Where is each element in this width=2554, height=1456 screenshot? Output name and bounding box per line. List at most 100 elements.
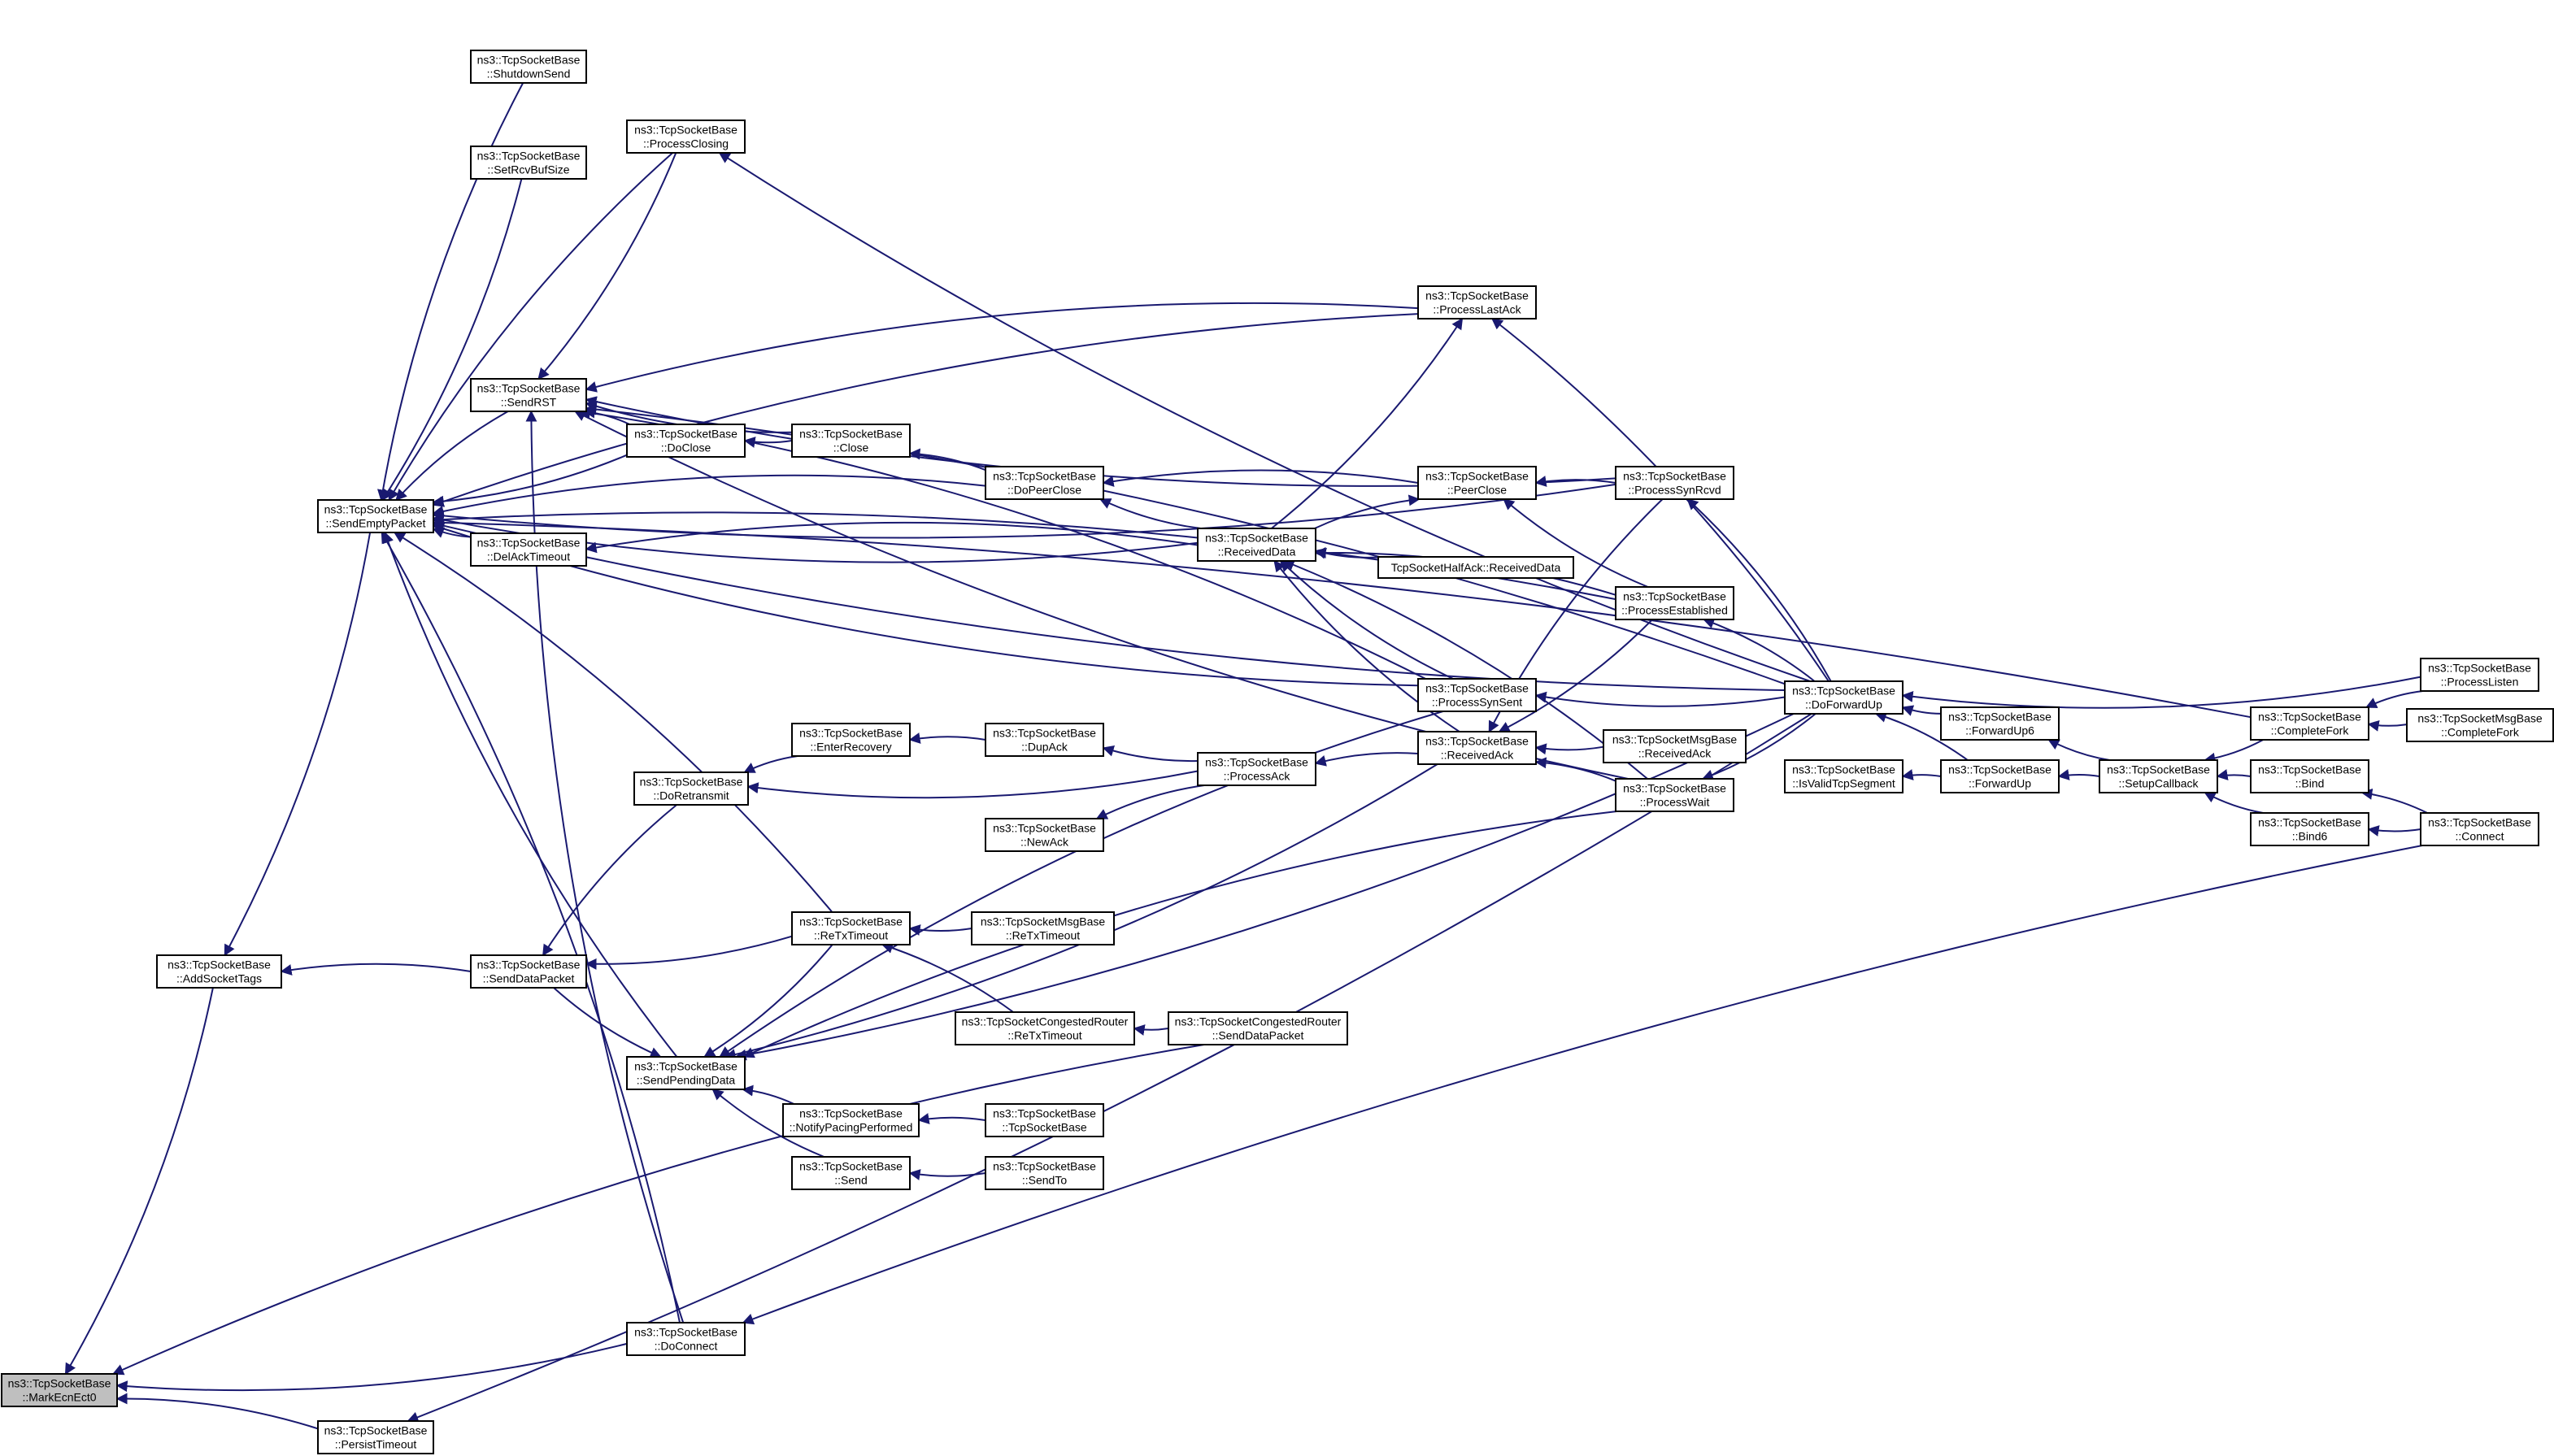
node-procsynsent[interactable]: ns3::TcpSocketBase::ProcessSynSent xyxy=(1417,678,1537,712)
edge-procsynsent-to-sendempty xyxy=(432,523,1419,687)
node-label: ns3::TcpSocketBase xyxy=(993,470,1096,483)
edge-sendto-to-send xyxy=(908,1169,986,1180)
node-label: ::SendDataPacket xyxy=(483,972,575,985)
edge-congsend-to-congretx xyxy=(1133,1024,1169,1036)
node-recvdata[interactable]: ns3::TcpSocketBase::ReceivedData xyxy=(1197,528,1316,562)
node-box xyxy=(470,50,587,84)
node-procclosing[interactable]: ns3::TcpSocketBase::ProcessClosing xyxy=(626,120,746,154)
edge-notify-to-sendpending xyxy=(742,1084,794,1105)
node-delack[interactable]: ns3::TcpSocketBase::DelAckTimeout xyxy=(470,532,587,567)
node-forwardup[interactable]: ns3::TcpSocketBase::ForwardUp xyxy=(1940,759,2060,793)
node-mark[interactable]: ns3::TcpSocketBase::MarkEcnEct0 xyxy=(1,1373,118,1407)
node-label: ::SetupCallback xyxy=(2118,777,2199,790)
node-box xyxy=(1197,752,1316,786)
node-label: ns3::TcpSocketBase xyxy=(324,503,428,516)
node-dupack[interactable]: ns3::TcpSocketBase::DupAck xyxy=(985,723,1104,757)
node-completefork[interactable]: ns3::TcpSocketBase::CompleteFork xyxy=(2250,706,2369,741)
node-label: ::MarkEcnEct0 xyxy=(22,1391,96,1404)
node-shutdown[interactable]: ns3::TcpSocketBase::ShutdownSend xyxy=(470,50,587,84)
node-send[interactable]: ns3::TcpSocketBase::Send xyxy=(791,1156,911,1190)
edge-procclosing-to-sendempty xyxy=(388,152,673,502)
node-proclisten[interactable]: ns3::TcpSocketBase::ProcessListen xyxy=(2420,658,2539,692)
node-dopeerclose[interactable]: ns3::TcpSocketBase::DoPeerClose xyxy=(985,466,1104,500)
node-box xyxy=(1615,586,1734,620)
node-enterrec[interactable]: ns3::TcpSocketBase::EnterRecovery xyxy=(791,723,911,757)
node-notify[interactable]: ns3::TcpSocketBase::NotifyPacingPerforme… xyxy=(782,1103,920,1137)
node-procsynrcvd[interactable]: ns3::TcpSocketBase::ProcessSynRcvd xyxy=(1615,466,1734,500)
node-doconnect[interactable]: ns3::TcpSocketBase::DoConnect xyxy=(626,1322,746,1356)
node-box xyxy=(2250,759,2369,793)
node-box xyxy=(791,424,911,458)
node-box xyxy=(2250,706,2369,741)
node-label: ::Bind6 xyxy=(2292,830,2328,843)
node-label: ns3::TcpSocketBase xyxy=(634,124,737,137)
node-label: ::CompleteFork xyxy=(2271,724,2350,737)
node-sendto[interactable]: ns3::TcpSocketBase::SendTo xyxy=(985,1156,1104,1190)
node-bind[interactable]: ns3::TcpSocketBase::Bind xyxy=(2250,759,2369,793)
edge-send-to-sendpending xyxy=(711,1089,825,1158)
node-forwardup6[interactable]: ns3::TcpSocketBase::ForwardUp6 xyxy=(1940,706,2060,741)
node-label: ns3::TcpSocketBase xyxy=(799,727,903,740)
node-addtags[interactable]: ns3::TcpSocketBase::AddSocketTags xyxy=(156,954,282,989)
edge-processack-to-dupack xyxy=(1102,745,1199,763)
node-label: ::DoRetransmit xyxy=(653,789,729,802)
node-peerclose[interactable]: ns3::TcpSocketBase::PeerClose xyxy=(1417,466,1537,500)
node-msgcomplete[interactable]: ns3::TcpSocketMsgBase::CompleteFork xyxy=(2406,708,2554,742)
node-sendrst[interactable]: ns3::TcpSocketBase::SendRST xyxy=(470,378,587,412)
edge-setrcv-to-sendempty xyxy=(381,178,523,502)
edge-close-to-doclose xyxy=(743,437,793,448)
node-bind6[interactable]: ns3::TcpSocketBase::Bind6 xyxy=(2250,812,2369,846)
node-recvack[interactable]: ns3::TcpSocketBase::ReceivedAck xyxy=(1417,731,1537,765)
edge-forwardup-to-doforward xyxy=(1874,711,1969,761)
edge-doconnect-to-sendempty xyxy=(381,531,681,1323)
node-doforward[interactable]: ns3::TcpSocketBase::DoForwardUp xyxy=(1784,680,1904,715)
node-persist[interactable]: ns3::TcpSocketBase::PersistTimeout xyxy=(317,1420,434,1454)
node-sendempty[interactable]: ns3::TcpSocketBase::SendEmptyPacket xyxy=(317,499,434,533)
node-label: ::EnterRecovery xyxy=(810,741,891,754)
node-label: ns3::TcpSocketMsgBase xyxy=(981,915,1106,928)
node-senddata[interactable]: ns3::TcpSocketBase::SendDataPacket xyxy=(470,954,587,989)
edge-proclisten-to-doforward xyxy=(1901,676,2421,709)
node-connect[interactable]: ns3::TcpSocketBase::Connect xyxy=(2420,812,2539,846)
edge-persist-to-mark xyxy=(115,1393,319,1430)
node-congsend[interactable]: ns3::TcpSocketCongestedRouter::SendDataP… xyxy=(1168,1011,1348,1045)
node-retx[interactable]: ns3::TcpSocketBase::ReTxTimeout xyxy=(791,911,911,945)
node-label: ns3::TcpSocketBase xyxy=(799,915,903,928)
node-congretx[interactable]: ns3::TcpSocketCongestedRouter::ReTxTimeo… xyxy=(955,1011,1135,1045)
node-label: ns3::TcpSocketBase xyxy=(1425,682,1529,695)
node-tcpbase[interactable]: ns3::TcpSocketBase::TcpSocketBase xyxy=(985,1103,1104,1137)
node-box xyxy=(1615,466,1734,500)
node-label: ns3::TcpSocketBase xyxy=(2428,662,2531,675)
node-label: ::Connect xyxy=(2456,830,2504,843)
node-label: ns3::TcpSocketBase xyxy=(993,822,1096,835)
node-label: ns3::TcpSocketBase xyxy=(634,428,737,441)
edge-doforward-to-persist xyxy=(407,713,1812,1423)
node-label: ::Close xyxy=(833,441,869,454)
edge-connect-to-bind xyxy=(2360,788,2428,814)
node-msgretx[interactable]: ns3::TcpSocketMsgBase::ReTxTimeout xyxy=(971,911,1115,945)
node-label: ::ReTxTimeout xyxy=(814,929,888,942)
node-label: ::ProcessSynRcvd xyxy=(1628,484,1721,497)
edge-procest-to-recvack xyxy=(1498,619,1653,732)
node-procest[interactable]: ns3::TcpSocketBase::ProcessEstablished xyxy=(1615,586,1734,620)
node-setrcv[interactable]: ns3::TcpSocketBase::SetRcvBufSize xyxy=(470,146,587,180)
node-processack[interactable]: ns3::TcpSocketBase::ProcessAck xyxy=(1197,752,1316,786)
node-close[interactable]: ns3::TcpSocketBase::Close xyxy=(791,424,911,458)
node-isvalid[interactable]: ns3::TcpSocketBase::IsValidTcpSegment xyxy=(1784,759,1904,793)
node-label: ns3::TcpSocketBase xyxy=(1205,756,1308,769)
node-procwait[interactable]: ns3::TcpSocketBase::ProcessWait xyxy=(1615,778,1734,812)
edge-msgrecvack-to-recvack xyxy=(1534,743,1604,755)
node-box xyxy=(791,723,911,757)
node-setupcb[interactable]: ns3::TcpSocketBase::SetupCallback xyxy=(2099,759,2218,793)
node-label: ns3::TcpSocketCongestedRouter xyxy=(1175,1015,1342,1028)
call-edges xyxy=(64,82,2428,1430)
node-doclose[interactable]: ns3::TcpSocketBase::DoClose xyxy=(626,424,746,458)
node-newack[interactable]: ns3::TcpSocketBase::NewAck xyxy=(985,818,1104,852)
node-doretrans[interactable]: ns3::TcpSocketBase::DoRetransmit xyxy=(633,771,749,806)
node-label: ::SendTo xyxy=(1022,1174,1067,1187)
node-proclastack[interactable]: ns3::TcpSocketBase::ProcessLastAck xyxy=(1417,285,1537,319)
node-msgrecvack[interactable]: ns3::TcpSocketMsgBase::ReceivedAck xyxy=(1603,729,1747,763)
edge-setupcb-to-forwardup xyxy=(2057,769,2100,780)
node-halfack[interactable]: TcpSocketHalfAck::ReceivedData xyxy=(1377,556,1574,579)
node-sendpending[interactable]: ns3::TcpSocketBase::SendPendingData xyxy=(626,1056,746,1090)
